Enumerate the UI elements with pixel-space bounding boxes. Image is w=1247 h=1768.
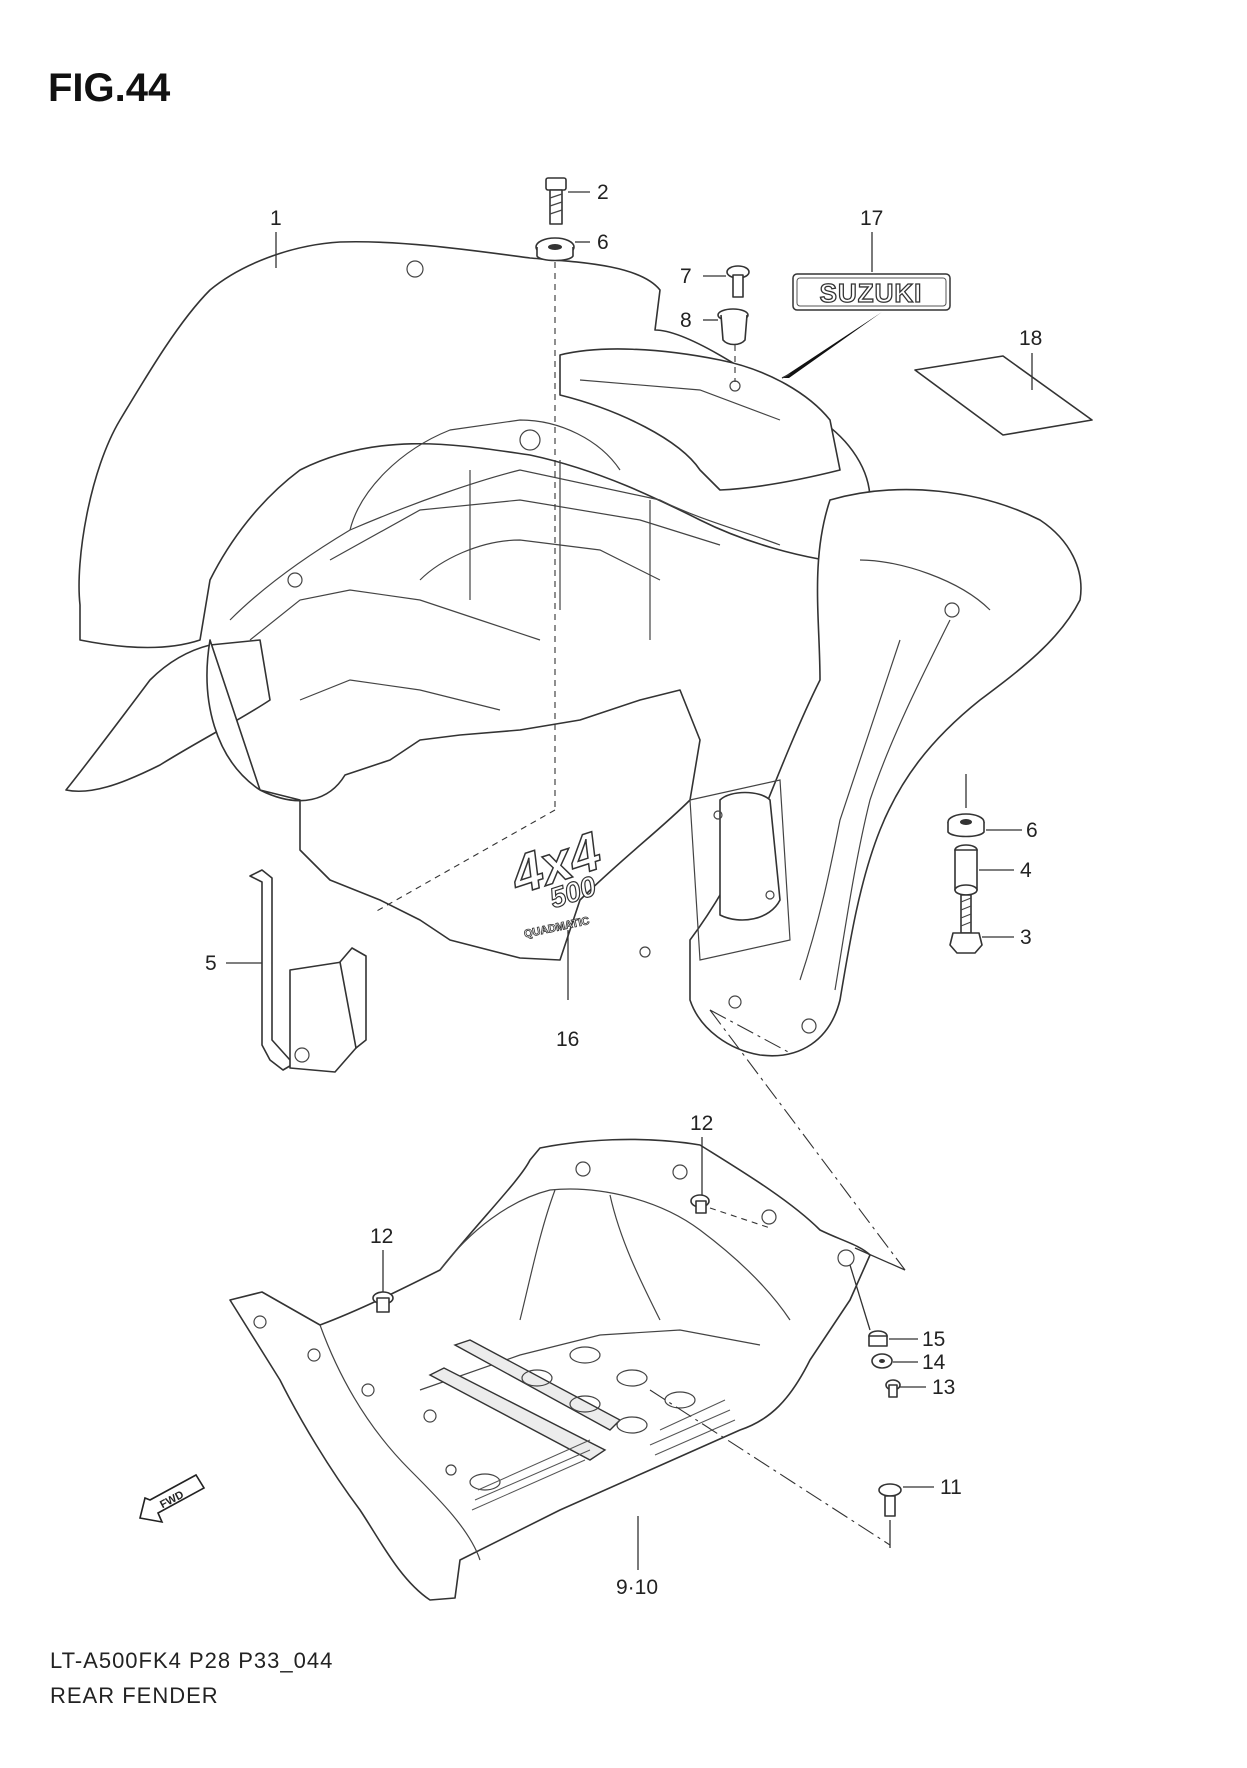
top-bolt bbox=[545, 177, 567, 225]
callout-13: 13 bbox=[932, 1376, 955, 1399]
callout-8: 8 bbox=[680, 309, 692, 332]
right-grommet-6 bbox=[947, 813, 985, 838]
top-grommet bbox=[535, 237, 575, 262]
callout-9-10: 9·10 bbox=[616, 1576, 658, 1599]
callout-11: 11 bbox=[940, 1476, 962, 1499]
callout-7: 7 bbox=[680, 265, 692, 288]
mud-guard bbox=[229, 1138, 871, 1601]
callout-3: 3 bbox=[1020, 926, 1032, 949]
bolt-13 bbox=[885, 1379, 901, 1398]
callout-5: 5 bbox=[205, 952, 217, 975]
callout-12-left: 12 bbox=[370, 1225, 393, 1248]
suzuki-emblem-text: SUZUKI bbox=[820, 278, 923, 308]
callout-2: 2 bbox=[597, 181, 609, 204]
collar-8 bbox=[717, 308, 749, 346]
model-code-caption: LT-A500FK4 P28 P33_044 bbox=[50, 1648, 334, 1673]
callout-14: 14 bbox=[922, 1351, 946, 1374]
section-name-caption: REAR FENDER bbox=[50, 1683, 219, 1708]
nut-15 bbox=[868, 1330, 888, 1347]
suzuki-emblem: SUZUKI bbox=[781, 273, 951, 379]
callout-6-top: 6 bbox=[597, 231, 609, 254]
bolt-3 bbox=[949, 894, 983, 954]
callout-6-right: 6 bbox=[1026, 819, 1038, 842]
callout-4: 4 bbox=[1020, 859, 1032, 882]
screw-7 bbox=[726, 265, 750, 298]
callout-15: 15 bbox=[922, 1328, 945, 1351]
callout-labels: 1 2 6 7 8 17 18 6 4 3 5 16 12 bbox=[205, 181, 1042, 1599]
washer-14 bbox=[871, 1353, 893, 1369]
forward-direction-arrow: FWD bbox=[139, 1473, 206, 1524]
callout-1: 1 bbox=[270, 207, 282, 230]
callout-12-right: 12 bbox=[690, 1112, 713, 1135]
callout-16: 16 bbox=[556, 1028, 579, 1051]
callout-17: 17 bbox=[860, 207, 883, 230]
fwd-arrow-text: FWD bbox=[158, 1489, 186, 1511]
spacer-4 bbox=[954, 844, 978, 896]
clip-12-right bbox=[690, 1194, 710, 1214]
figure-title: FIG.44 bbox=[48, 66, 171, 110]
callout-18: 18 bbox=[1019, 327, 1042, 350]
bolt-11 bbox=[878, 1483, 902, 1517]
bracket-5 bbox=[249, 869, 367, 1073]
label-plate bbox=[914, 355, 1093, 436]
rear-fender-body bbox=[65, 240, 1082, 1057]
